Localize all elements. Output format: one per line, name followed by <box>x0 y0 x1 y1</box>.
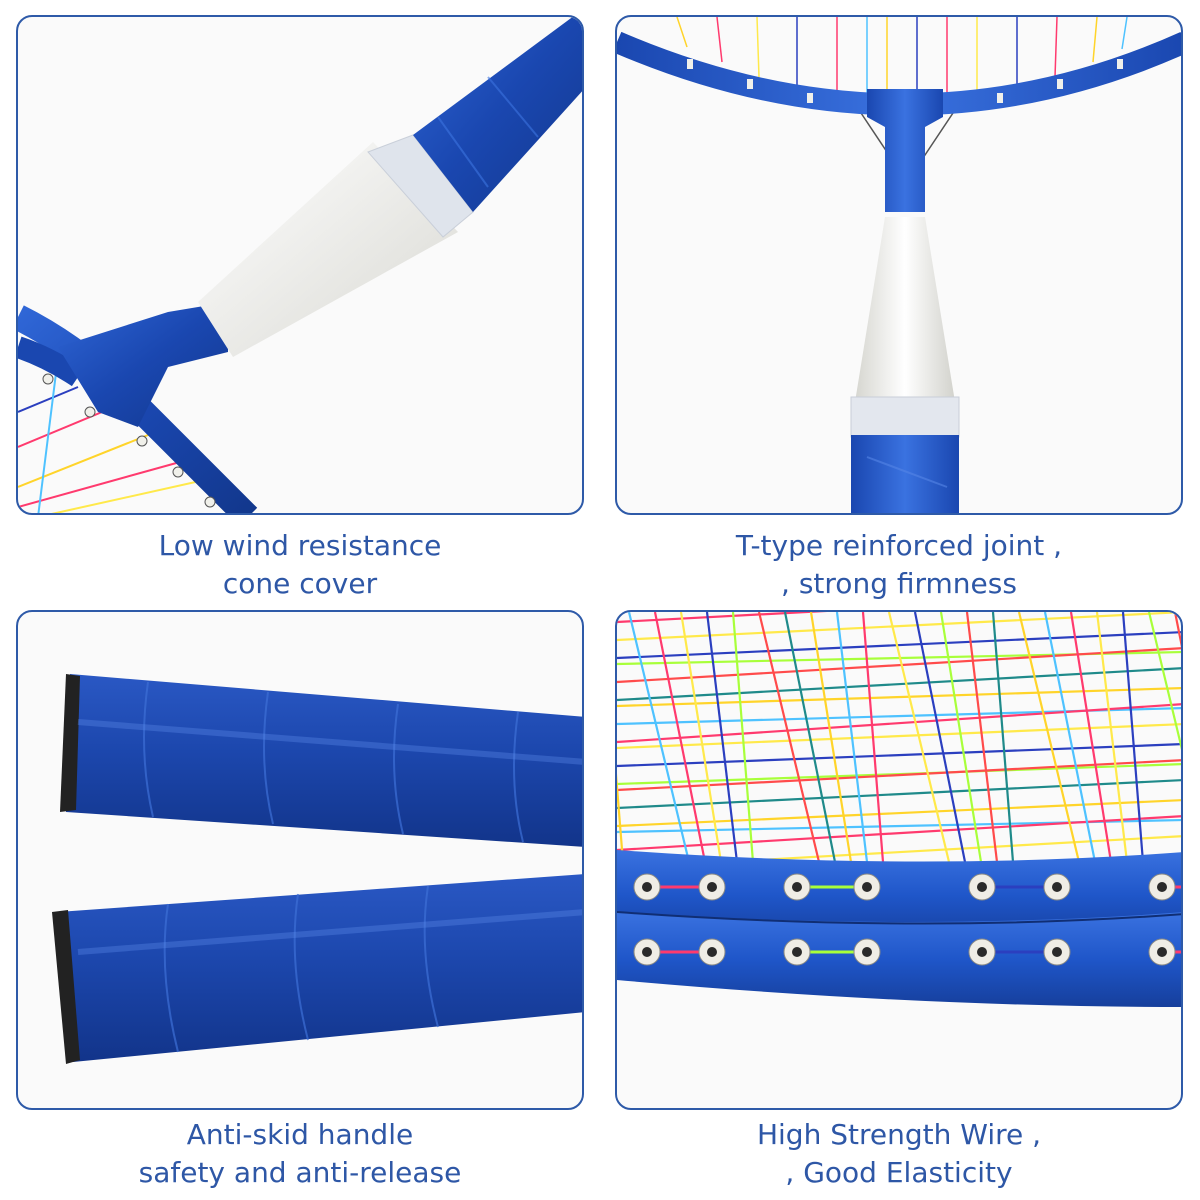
string-grommets <box>633 873 1181 966</box>
cone-cover-photo <box>18 17 582 513</box>
caption-line-1: High Strength Wire , <box>756 1118 1042 1151</box>
caption-line-2: , Good Elasticity <box>785 1156 1013 1189</box>
photo-panel-strings <box>615 610 1183 1110</box>
caption-strings: High Strength Wire , , Good Elasticity <box>615 1116 1183 1192</box>
strings-photo <box>617 612 1181 1007</box>
caption-line-2: cone cover <box>222 567 378 600</box>
caption-line-1: T-type reinforced joint , <box>735 529 1063 562</box>
caption-line-1: Low wind resistance <box>158 529 442 562</box>
caption-line-2: , strong firmness <box>781 567 1017 600</box>
caption-cone-cover: Low wind resistance cone cover <box>16 527 584 603</box>
caption-line-2: safety and anti-release <box>138 1156 462 1189</box>
caption-t-joint: T-type reinforced joint , , strong firmn… <box>615 527 1183 603</box>
t-joint-photo <box>617 17 1181 513</box>
photo-panel-handle-grips <box>16 610 584 1110</box>
handle-grips-photo <box>52 674 582 1064</box>
caption-handle-grips: Anti-skid handle safety and anti-release <box>16 1116 584 1192</box>
string-net <box>617 612 1181 870</box>
caption-line-1: Anti-skid handle <box>186 1118 414 1151</box>
photo-panel-t-joint <box>615 15 1183 515</box>
photo-panel-cone-cover <box>16 15 584 515</box>
